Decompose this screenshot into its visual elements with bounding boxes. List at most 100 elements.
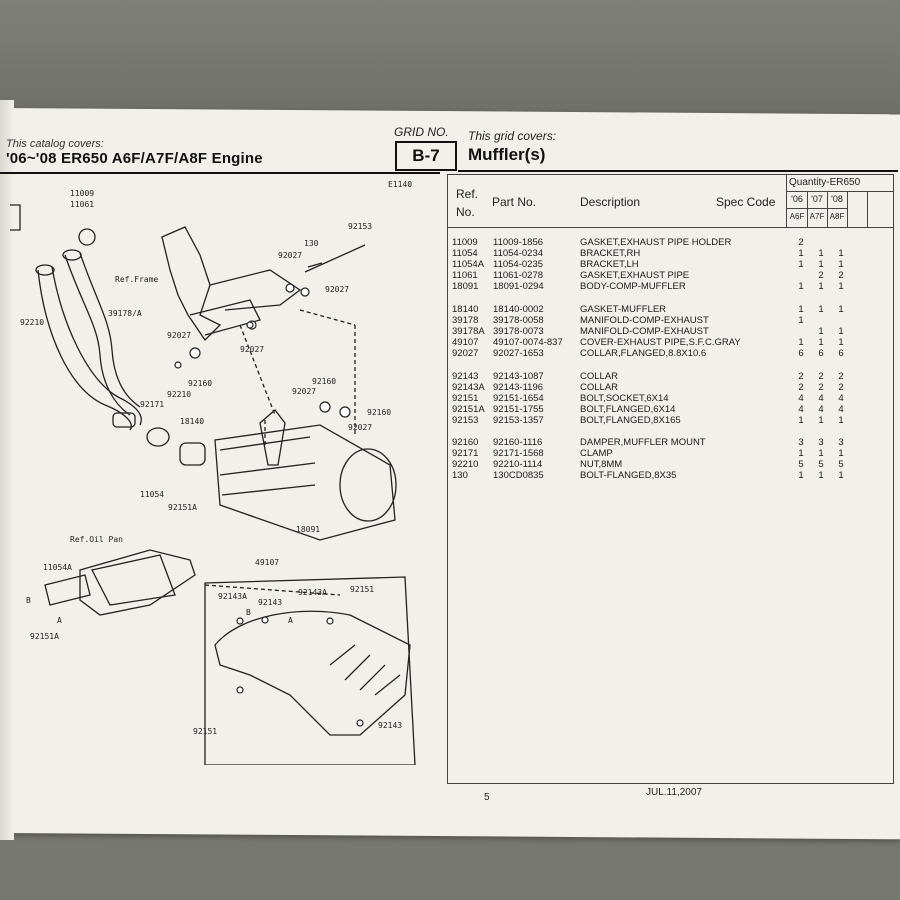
grid-title: Muffler(s) (468, 145, 546, 164)
qty-07-cell: 1 (818, 326, 824, 337)
description-cell: BOLT,SOCKET,6X14 (580, 393, 669, 404)
ref-cell: 92143 (452, 371, 479, 382)
qty-08-cell: 2 (838, 382, 844, 393)
qty-06-cell: 1 (798, 315, 804, 326)
header-pipe-1 (37, 269, 132, 431)
print-date: JUL.11,2007 (646, 787, 702, 798)
qty-07-cell: 6 (818, 348, 824, 359)
qty-06-cell: 1 (798, 448, 804, 459)
label-92171: 92171 (140, 400, 165, 409)
description-cell: GASKET,EXHAUST PIPE (580, 270, 690, 281)
qty-07-cell: 5 (818, 459, 824, 470)
qty-08-cell: 1 (838, 259, 844, 270)
label-11054: 11054 (140, 490, 165, 499)
qty-06-cell: 3 (798, 437, 804, 448)
label-ref-oil-pan: Ref.Oil Pan (70, 535, 123, 544)
part-number-cell: 92171-1568 (493, 448, 544, 459)
ref-cell: 92153 (452, 415, 479, 426)
qty-07-cell: 3 (818, 437, 824, 448)
qty-07-cell: 2 (818, 371, 824, 382)
part-number-cell: 92151-1654 (493, 393, 544, 404)
ref-cell: 11054 (452, 248, 478, 259)
page-number: 5 (484, 792, 490, 803)
label-92151-b: 92151 (193, 727, 218, 736)
circle-label-b: B (26, 596, 31, 605)
qty-07-cell: 2 (818, 382, 824, 393)
ref-cell: 92151A (452, 404, 485, 415)
label-92160-b: 92160 (312, 377, 337, 386)
description-cell: COLLAR (580, 382, 619, 393)
part-number-cell: 11054-0235 (493, 259, 544, 270)
part-number-cell: 92153-1357 (493, 415, 544, 426)
qty-07-cell: 1 (818, 281, 824, 292)
part-number-cell: 92027-1653 (493, 348, 544, 359)
part-number-cell: 92160-1116 (493, 437, 543, 448)
muffler-gasket (179, 442, 206, 466)
qty-06-cell: 1 (798, 304, 804, 315)
header-pipe-4 (79, 252, 141, 408)
qty-07-cell: 4 (818, 393, 824, 404)
qty-07-cell: 1 (818, 304, 824, 315)
pipe-flange-2 (62, 249, 82, 261)
qty-08-cell: 2 (838, 270, 844, 281)
header-rule-left (0, 172, 440, 174)
label-92151a: 92151A (168, 503, 197, 512)
header-spec-code: Spec Code (716, 195, 776, 209)
qty-06-cell: 1 (798, 470, 804, 481)
label-18091: 18091 (296, 525, 321, 534)
catalog-covers-label: This catalog covers: (6, 138, 104, 150)
clamp (146, 427, 170, 447)
header-description: Description (580, 195, 641, 209)
ref-cell: 18140 (452, 304, 479, 315)
label-130: 130 (304, 239, 319, 248)
ref-cell: 18091 (452, 281, 479, 292)
description-cell: COLLAR,FLANGED,8.8X10.6 (580, 348, 707, 359)
label-92143-b: 92143 (378, 721, 403, 730)
description-cell: DAMPER,MUFFLER MOUNT (580, 437, 706, 448)
long-bolt (304, 244, 366, 273)
part-number-cell: 92151-1755 (493, 404, 544, 415)
description-cell: MANIFOLD-COMP-EXHAUST (580, 315, 709, 326)
year-08: '08 (831, 194, 843, 204)
qty-06-cell: 4 (798, 393, 804, 404)
ref-cell: 39178 (452, 315, 479, 326)
qty-06-cell: 1 (798, 259, 804, 270)
ref-cell: 39178A (452, 326, 485, 337)
part-number-cell: 11061-0278 (493, 270, 544, 281)
model-a7f: A7F (809, 212, 825, 221)
label-92143-a: 92143 (258, 598, 283, 607)
qty-08-cell: 1 (838, 337, 844, 348)
description-cell: BOLT-FLANGED,8X35 (580, 470, 677, 481)
part-number-cell: 39178-0073 (493, 326, 544, 337)
ref-cell: 11054A (452, 259, 485, 270)
parts-table: Ref. No. Part No. Description Spec Code … (447, 174, 894, 784)
qty-06-cell: 5 (798, 459, 804, 470)
header-pipe-3 (64, 254, 131, 416)
part-number-cell: 11054-0234 (493, 248, 544, 259)
pipe-flange-1 (35, 264, 55, 276)
label-92151-a: 92151 (350, 585, 375, 594)
ref-cell: 92210 (452, 459, 479, 470)
part-number-cell: 11009-1856 (493, 237, 544, 248)
qty-07-cell: 1 (818, 259, 824, 270)
ref-cell: 11009 (452, 237, 478, 248)
qty-08-cell: 1 (838, 248, 844, 259)
qty-06-cell: 6 (798, 348, 804, 359)
qty-08-cell: 5 (838, 459, 844, 470)
ref-cell: 130 (452, 470, 468, 481)
ref-cell: 49107 (452, 337, 479, 348)
page-binding-curl (0, 100, 14, 840)
model-a8f: A8F (829, 212, 845, 221)
part-number-cell: 18091-0294 (493, 281, 544, 292)
qty-08-cell: 4 (838, 393, 844, 404)
